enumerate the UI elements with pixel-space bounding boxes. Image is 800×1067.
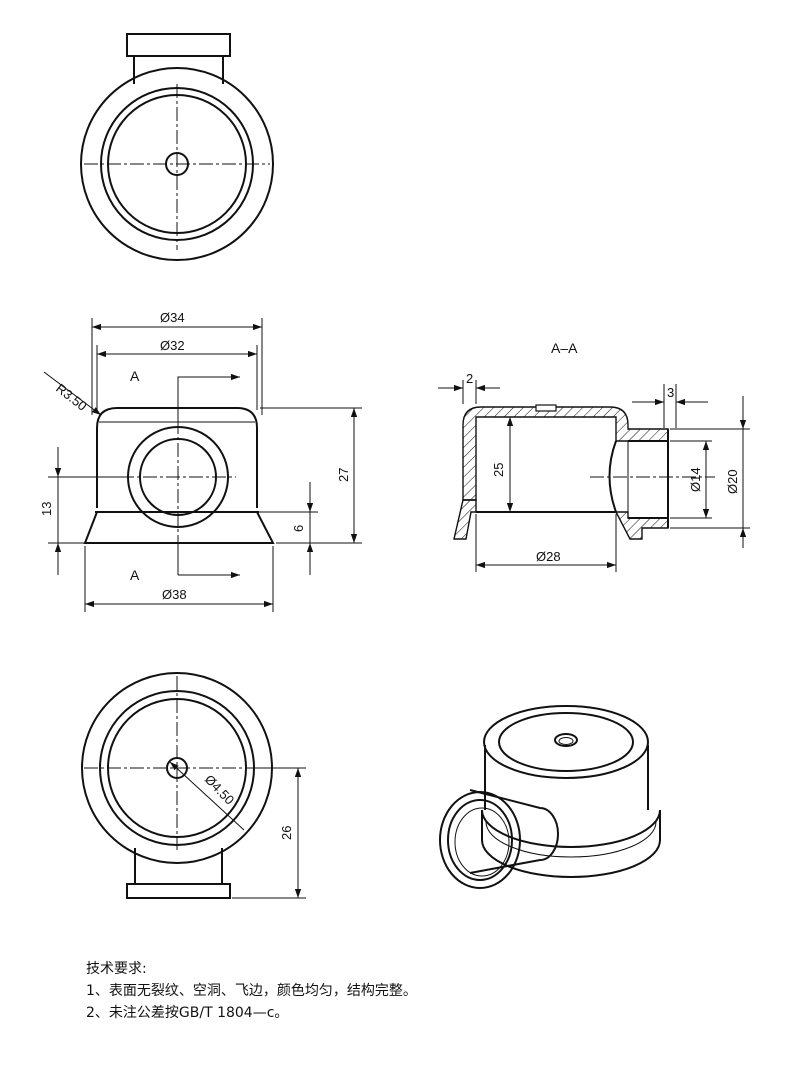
dim-front-dia-32: Ø32 [160, 338, 185, 353]
dim-section-bore-14: Ø14 [688, 467, 703, 492]
notes-line-1: 1、表面无裂纹、空洞、飞边，颜色均匀，结构完整。 [86, 983, 417, 999]
cut-label-bottom: A [130, 567, 140, 583]
isometric-view [439, 705, 661, 889]
dim-front-height-27: 27 [336, 468, 351, 482]
front-view: A A Ø34 Ø32 R3.50 27 13 6 [39, 310, 362, 612]
dim-section-height-25: 25 [491, 463, 506, 477]
dim-front-radius: R3.50 [53, 381, 90, 414]
bottom-view: Ø4.50 26 [81, 672, 306, 899]
dim-section-base-28: Ø28 [536, 549, 561, 564]
dim-section-wall-2: 2 [466, 371, 473, 386]
cut-label-top: A [130, 368, 140, 384]
dim-bottom-hole: Ø4.50 [202, 772, 237, 808]
notes-line-2: 2、未注公差按GB/T 1804—c。 [86, 1005, 289, 1021]
dim-bottom-height-26: 26 [279, 826, 294, 840]
top-view [80, 33, 274, 261]
dim-front-dia-34: Ø34 [160, 310, 185, 325]
dim-front-height-13: 13 [39, 502, 54, 516]
section-view: A–A 2 3 25 Ø14 [438, 340, 750, 572]
technical-requirements: 技术要求: 1、表面无裂纹、空洞、飞边，颜色均匀，结构完整。 2、未注公差按GB… [86, 958, 686, 1024]
section-label: A–A [551, 340, 578, 356]
dim-front-height-6: 6 [291, 525, 306, 532]
dim-section-boss-3: 3 [667, 385, 674, 400]
notes-title: 技术要求: [86, 961, 147, 977]
dim-front-dia-38: Ø38 [162, 587, 187, 602]
dim-section-boss-20: Ø20 [725, 469, 740, 494]
